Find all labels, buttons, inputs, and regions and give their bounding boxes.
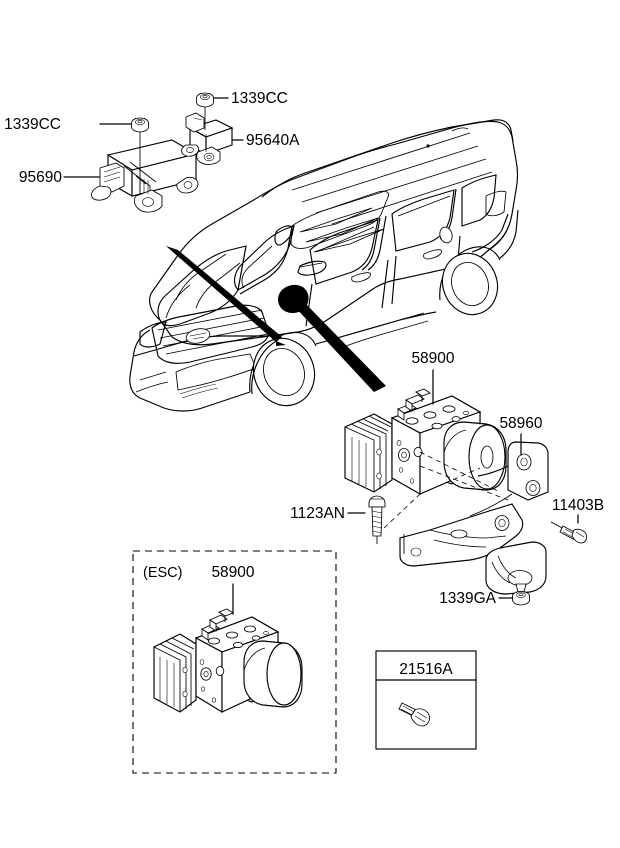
label-21516a: 21516A xyxy=(399,661,453,678)
abs-hydraulic-unit-58900 xyxy=(344,388,507,495)
nut-1339cc-airbag xyxy=(131,117,149,133)
label-1339cc-airbag: 1339CC xyxy=(4,116,61,133)
label-1339ga: 1339GA xyxy=(439,590,497,607)
vehicle-callout-pointers xyxy=(166,246,386,392)
esc-abs-hydraulic-unit-58900 xyxy=(153,608,303,714)
label-58900-main: 58900 xyxy=(411,350,454,367)
yaw-rate-sensor-95640a xyxy=(181,112,234,165)
nut-1339cc-yaw xyxy=(196,92,214,108)
pointer-to-airbag-ecu xyxy=(166,246,282,342)
bolt-21516a-illustration xyxy=(398,702,430,727)
vehicle-illustration xyxy=(129,119,519,412)
label-95640a: 95640A xyxy=(246,132,300,149)
screw-1123an xyxy=(368,495,386,544)
bolt-11403b xyxy=(550,521,588,544)
airbag-control-module-95690 xyxy=(91,139,199,213)
label-58960: 58960 xyxy=(499,415,542,432)
esc-panel: (ESC) xyxy=(132,550,337,774)
inset-box-21516a: 21516A xyxy=(375,650,477,750)
label-1339cc-yaw: 1339CC xyxy=(231,90,288,107)
pointer-to-abs-unit xyxy=(294,300,386,392)
label-1123an: 1123AN xyxy=(290,505,345,522)
label-esc-58900: 58900 xyxy=(211,564,254,581)
label-95690: 95690 xyxy=(19,169,62,186)
label-11403b: 11403B xyxy=(552,497,604,514)
nut-1339ga xyxy=(512,590,530,606)
esc-caption: (ESC) xyxy=(143,565,182,581)
abs-bracket-58960 xyxy=(383,441,549,596)
